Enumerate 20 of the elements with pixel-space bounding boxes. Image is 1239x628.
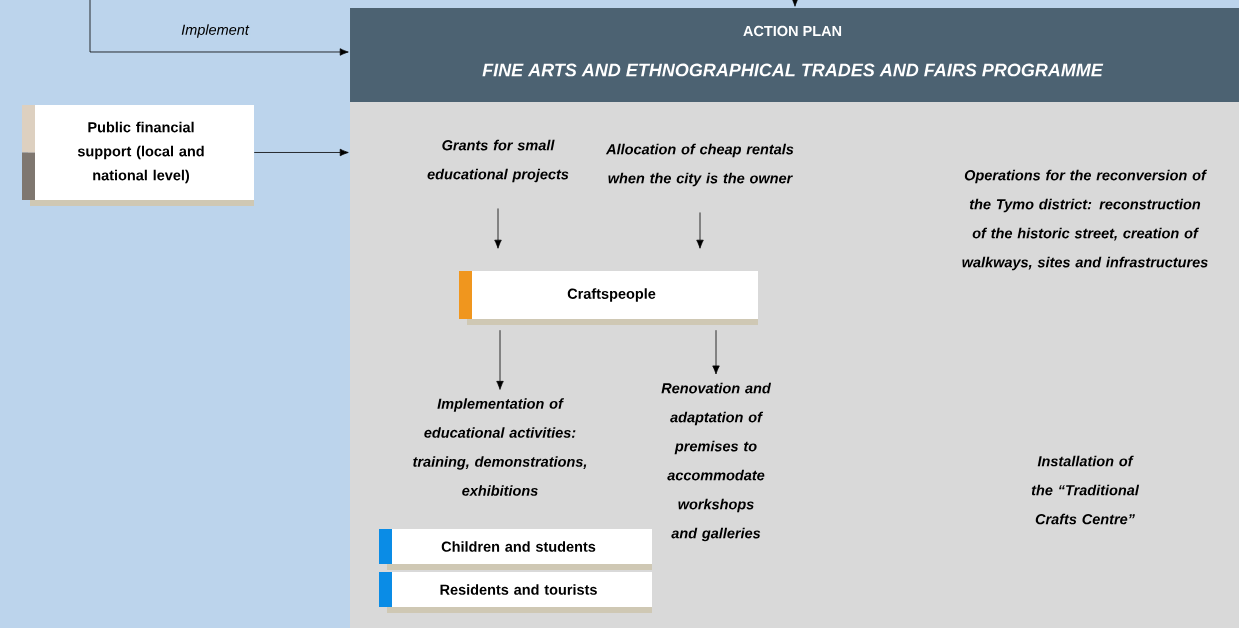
label-card: Public financial support (local and national level) bbox=[22, 105, 254, 206]
panel-heading: ACTION PLAN bbox=[743, 25, 842, 37]
arrow bbox=[494, 208, 502, 249]
arrow bbox=[253, 148, 349, 157]
arrow bbox=[496, 329, 504, 390]
label-card: Craftspeople bbox=[459, 271, 758, 325]
activity-text: Operations for the reconversion of the Tymo district: reconstruction of the historic street, creation of walkways, sites and infrastructures bbox=[962, 169, 1208, 271]
activity-text: Installation of the “Traditional Crafts Centre” bbox=[1031, 455, 1140, 525]
activity-text: Allocation of cheap rentals when the city is the owner bbox=[605, 143, 794, 187]
edge-label: Implement bbox=[179, 22, 251, 40]
label-card: Children and students bbox=[379, 529, 652, 570]
label-card: Residents and tourists bbox=[379, 572, 652, 613]
activity-text: Implementation of educational activities: training, demonstrations, exhibitions bbox=[413, 398, 587, 496]
panel-subtitle: FINE ARTS AND ETHNOGRAPHICAL TRADES AND FAIRS PROGRAMME bbox=[482, 63, 1104, 77]
arrow bbox=[89, 0, 349, 56]
activity-text: Renovation and adaptation of premises to accommodate workshops and galleries bbox=[661, 382, 772, 542]
arrow bbox=[696, 212, 704, 249]
arrow bbox=[712, 329, 720, 375]
arrow bbox=[791, 0, 799, 7]
activity-text: Grants for small educational projects bbox=[427, 139, 569, 183]
